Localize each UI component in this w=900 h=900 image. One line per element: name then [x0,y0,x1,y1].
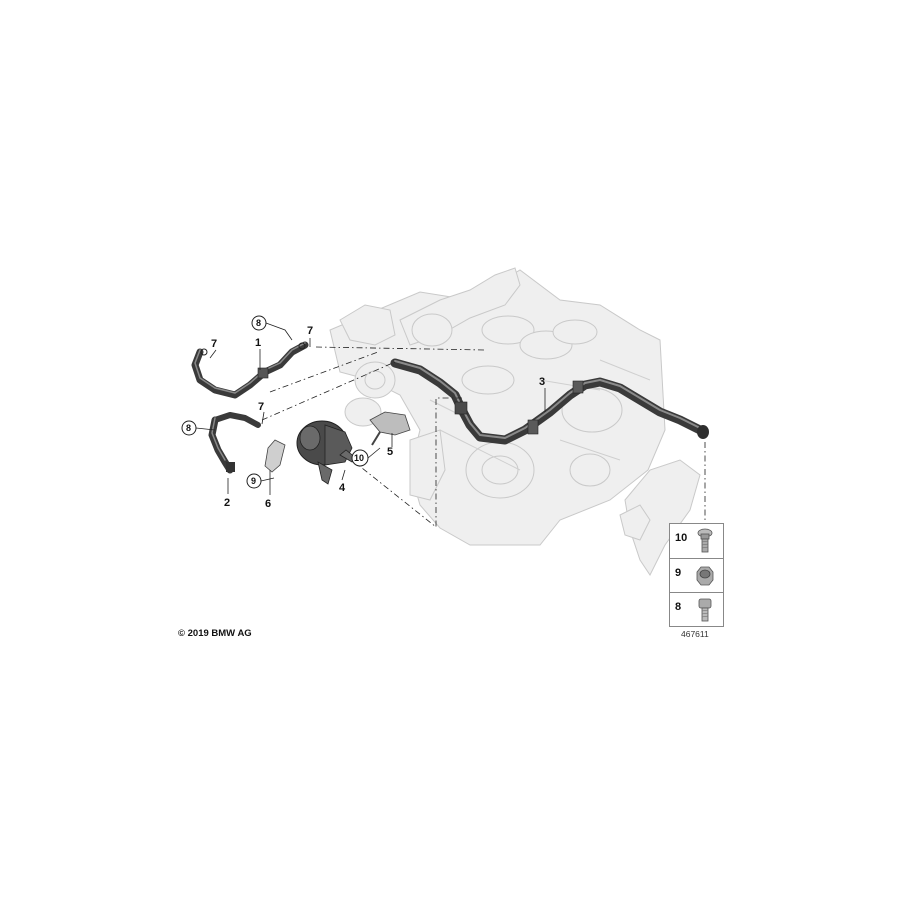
copyright-notice: © 2019 BMW AG [178,628,252,639]
document-number: 467611 [681,629,709,639]
fastener-legend: 10 9 8 [669,523,724,627]
bolt-icon [697,528,713,553]
callout-2: 2 [224,497,230,509]
callouts: 1 2 3 4 5 6 7 7 7 8 8 9 10 [181,315,545,510]
callout-6: 6 [265,498,271,510]
nut-icon [696,566,714,586]
legend-row-bolt: 10 [670,524,723,558]
bracket-6 [264,439,286,473]
callout-7-left: 7 [211,338,217,350]
engine-block-ghost [329,267,701,576]
legend-number: 10 [675,532,688,544]
bracket-5 [369,411,411,446]
legend-number: 9 [675,567,682,579]
callout-10: 10 [354,453,364,463]
callout-9: 9 [251,476,256,486]
callout-8-left: 8 [186,423,191,433]
callout-1: 1 [255,337,261,349]
screw-icon [698,598,712,622]
callout-4: 4 [339,482,346,494]
leader-lines [195,322,546,495]
legend-row-screw: 8 [670,592,723,627]
legend-row-nut: 9 [670,558,723,593]
connection-lines [261,346,706,528]
coolant-hose-3 [390,358,709,445]
electric-water-pump [296,420,357,485]
legend-number: 8 [675,601,682,613]
callout-7-right: 7 [307,325,313,337]
callout-3: 3 [539,376,545,388]
coolant-hose-2 [208,412,261,474]
coolant-hose-1 [191,341,309,399]
callout-7-middle: 7 [258,401,264,413]
callout-5: 5 [387,446,393,458]
callout-8-top: 8 [256,318,261,328]
